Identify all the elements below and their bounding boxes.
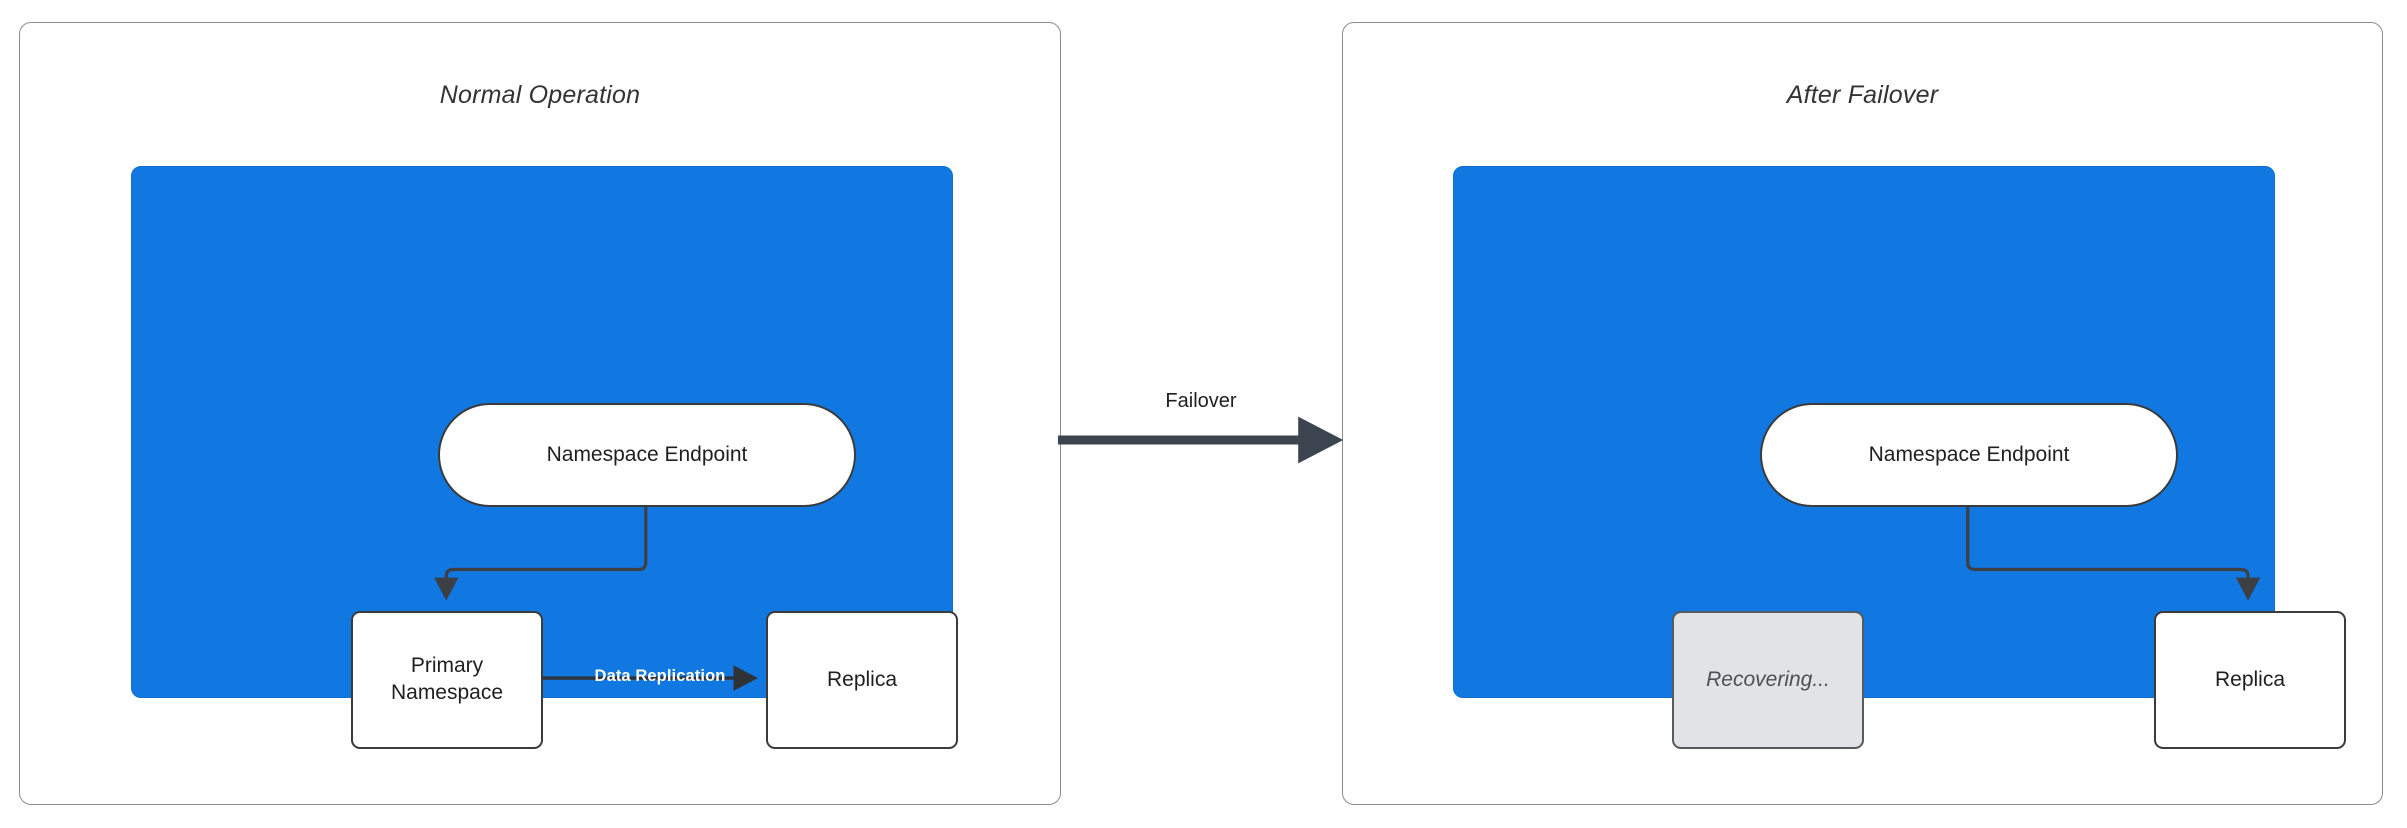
panel-left-title: Normal Operation: [439, 81, 641, 109]
node-recovering[interactable]: Recovering...: [1672, 611, 1864, 749]
node-label: Replica: [826, 667, 898, 691]
failover-arrow-icon: [1058, 416, 1344, 464]
node-namespace-endpoint-right[interactable]: Namespace Endpoint: [1760, 403, 2178, 507]
node-replica-right[interactable]: Replica: [2154, 611, 2346, 749]
panel-after-failover: After Failover Namespace Endpoint Recove…: [1342, 22, 2383, 805]
edge-label-data-replication: Data Replication: [594, 667, 726, 685]
blue-region-right: Namespace Endpoint Recovering... Replica: [1453, 166, 2346, 749]
node-label: Primary Namespace: [390, 654, 504, 704]
node-namespace-endpoint-left[interactable]: Namespace Endpoint: [438, 403, 856, 507]
node-label: Replica: [2214, 667, 2286, 691]
failover-label: Failover: [1165, 390, 1237, 412]
node-label: Recovering...: [1706, 667, 1830, 691]
node-primary-namespace[interactable]: Primary Namespace: [351, 611, 543, 749]
failover-transition: Failover: [1055, 390, 1347, 470]
panel-normal-operation: Normal Operation Namespace Endpo: [19, 22, 1061, 805]
node-label: Namespace Endpoint: [546, 442, 748, 466]
node-label: Namespace Endpoint: [1868, 442, 2070, 466]
node-replica-left[interactable]: Replica: [766, 611, 958, 749]
blue-region-left: Namespace Endpoint Primary Namespace Rep…: [131, 166, 958, 749]
panel-right-title: After Failover: [1786, 81, 1939, 109]
